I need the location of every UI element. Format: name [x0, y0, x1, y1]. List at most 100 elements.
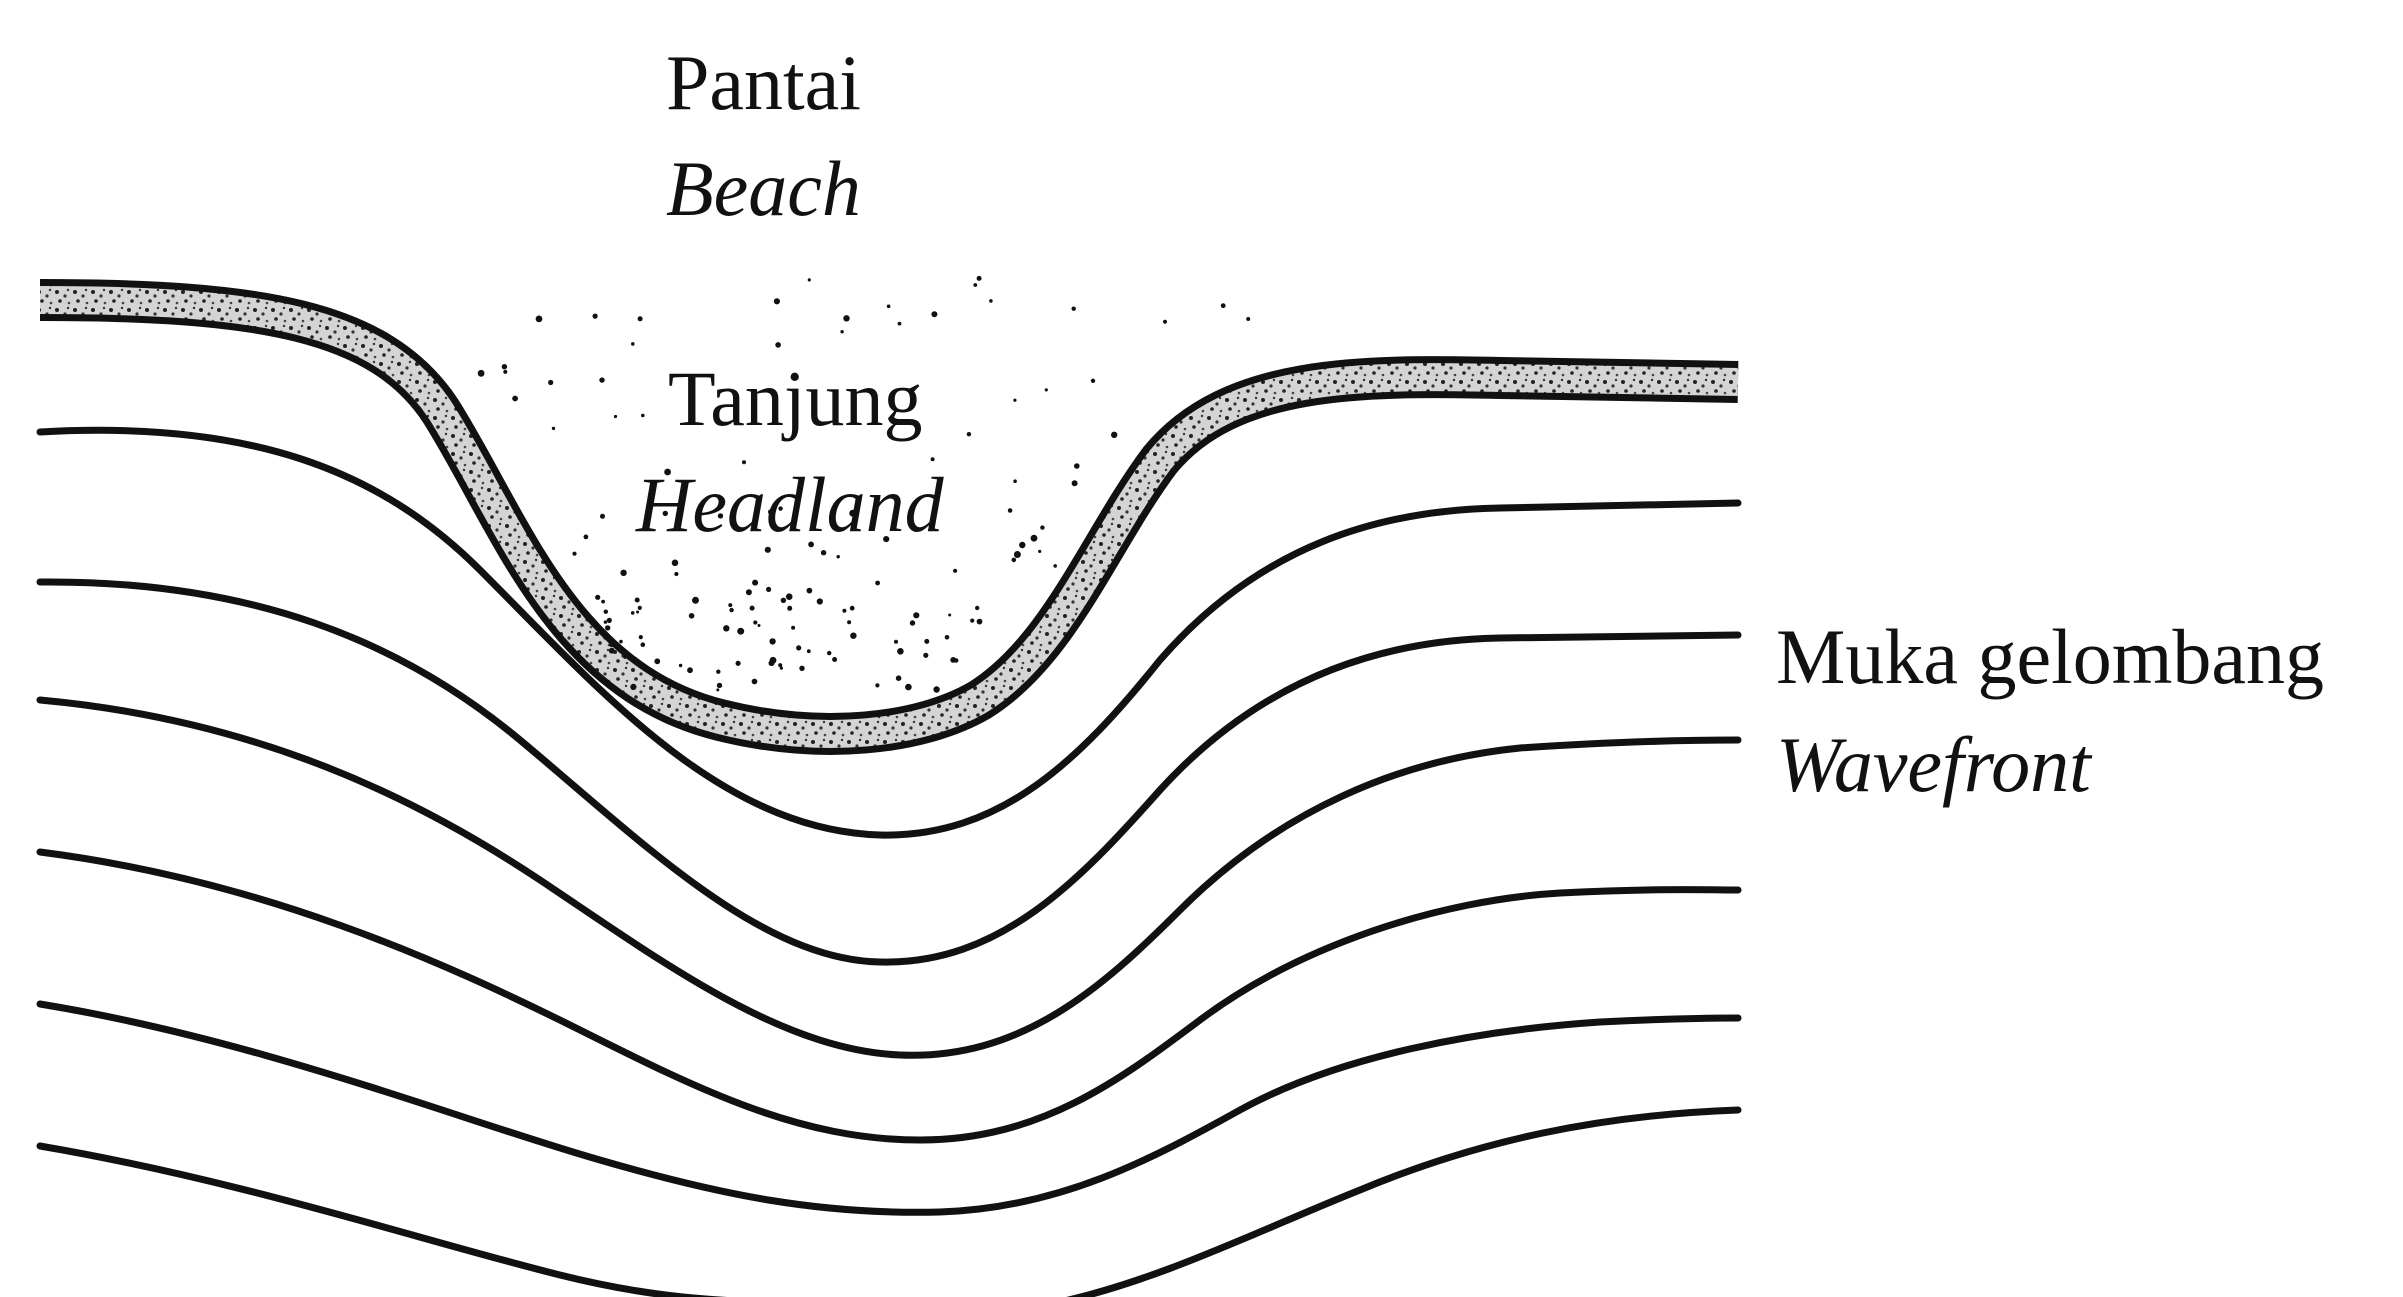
- sand-dot: [750, 606, 755, 611]
- sand-dot: [746, 589, 752, 595]
- headland-label-english: Headland: [636, 466, 944, 544]
- sand-dot: [975, 606, 979, 610]
- sand-dot: [641, 642, 646, 647]
- sand-dot: [609, 642, 614, 647]
- sand-dot: [905, 684, 912, 691]
- sand-dot: [910, 620, 915, 625]
- sand-dot: [641, 414, 645, 418]
- sand-dot: [639, 635, 643, 639]
- sand-dot: [599, 377, 604, 382]
- sand-dot: [728, 603, 732, 607]
- sand-dot: [752, 580, 758, 586]
- sand-dot: [1008, 508, 1013, 513]
- headland-label-english-text: Headland: [636, 461, 944, 548]
- sand-dot: [1038, 550, 1041, 553]
- sand-dot: [817, 598, 823, 604]
- sand-dot: [808, 278, 811, 281]
- sand-dot: [737, 628, 744, 635]
- sand-dot: [623, 655, 627, 659]
- sand-dot: [875, 581, 880, 586]
- sand-dot: [1012, 558, 1017, 563]
- sand-dot: [897, 648, 904, 655]
- sand-dot: [619, 640, 623, 644]
- sand-dot: [933, 686, 939, 692]
- sand-dot: [631, 342, 635, 346]
- sand-dot: [631, 611, 635, 615]
- sand-dot: [1163, 320, 1167, 324]
- sand-dot: [1111, 432, 1117, 438]
- beach-label-malay: Pantai: [666, 44, 861, 122]
- sand-dot: [604, 610, 608, 614]
- sand-dot: [600, 514, 605, 519]
- sand-dot: [850, 633, 856, 639]
- sand-dot: [1072, 307, 1076, 311]
- sand-dot: [796, 645, 801, 650]
- sand-dot: [898, 322, 902, 326]
- sand-dot: [604, 620, 607, 623]
- sand-dot: [593, 314, 598, 319]
- sand-dot: [536, 316, 543, 323]
- sand-dot: [821, 550, 826, 555]
- sand-dot: [572, 552, 576, 556]
- headland-label-malay: Tanjung: [668, 360, 923, 438]
- sand-dot: [758, 624, 761, 627]
- sand-dot: [977, 276, 982, 281]
- sand-dot: [787, 606, 792, 611]
- sand-dot: [503, 370, 507, 374]
- sand-dot: [850, 606, 855, 611]
- sand-dot: [894, 640, 898, 644]
- sand-dot: [970, 619, 974, 623]
- sand-dot: [827, 651, 831, 655]
- sand-dot: [1014, 551, 1021, 558]
- sand-dot: [723, 625, 729, 631]
- sand-dot: [1013, 479, 1017, 483]
- wavefront-label-english-text: Wavefront: [1776, 721, 2091, 808]
- wavefront-label-malay: Muka gelombang: [1776, 618, 2324, 696]
- sand-dot: [992, 667, 996, 671]
- wavefront-lines: [40, 430, 1738, 1297]
- sand-dot: [1045, 388, 1048, 391]
- sand-dot: [967, 432, 971, 436]
- sand-dot: [968, 684, 971, 687]
- sand-dot: [1031, 535, 1038, 542]
- sand-dot: [791, 626, 795, 630]
- sand-dot: [614, 415, 617, 418]
- sand-dot: [875, 683, 879, 687]
- wavefront-line-6b: [1060, 1110, 1738, 1297]
- sand-dot: [896, 675, 902, 681]
- sand-dot: [1091, 379, 1095, 383]
- sand-dot: [977, 619, 983, 625]
- sand-dot: [552, 427, 555, 430]
- sand-dot: [766, 587, 771, 592]
- sand-dot: [769, 660, 775, 666]
- sand-dot: [716, 688, 719, 691]
- sand-dot: [687, 667, 693, 673]
- sand-dot: [674, 572, 678, 576]
- sand-dot: [840, 330, 843, 333]
- sand-dot: [672, 560, 679, 567]
- sand-dot: [753, 620, 757, 624]
- sand-dot: [989, 299, 993, 303]
- wavefront-line-5: [40, 1004, 1738, 1212]
- sand-dot: [1246, 317, 1250, 321]
- sand-dot: [842, 609, 846, 613]
- sand-dot: [1053, 564, 1057, 568]
- sand-dot: [847, 620, 851, 624]
- sand-dot: [945, 635, 950, 640]
- sand-dot: [807, 649, 811, 653]
- beach-label-english-text: Beach: [666, 145, 861, 232]
- sand-dot: [832, 657, 837, 662]
- sand-dot: [607, 618, 612, 623]
- sand-dot: [601, 600, 605, 604]
- sand-dot: [636, 611, 639, 614]
- sand-dot: [924, 639, 929, 644]
- wavefront-line-4: [40, 852, 1738, 1140]
- sand-dot: [654, 658, 660, 664]
- sand-dot: [638, 606, 642, 610]
- sand-dot: [913, 612, 919, 618]
- sand-dot: [689, 613, 695, 619]
- sand-dot: [948, 614, 951, 617]
- sand-dot: [635, 598, 640, 603]
- sand-dot: [1040, 525, 1044, 529]
